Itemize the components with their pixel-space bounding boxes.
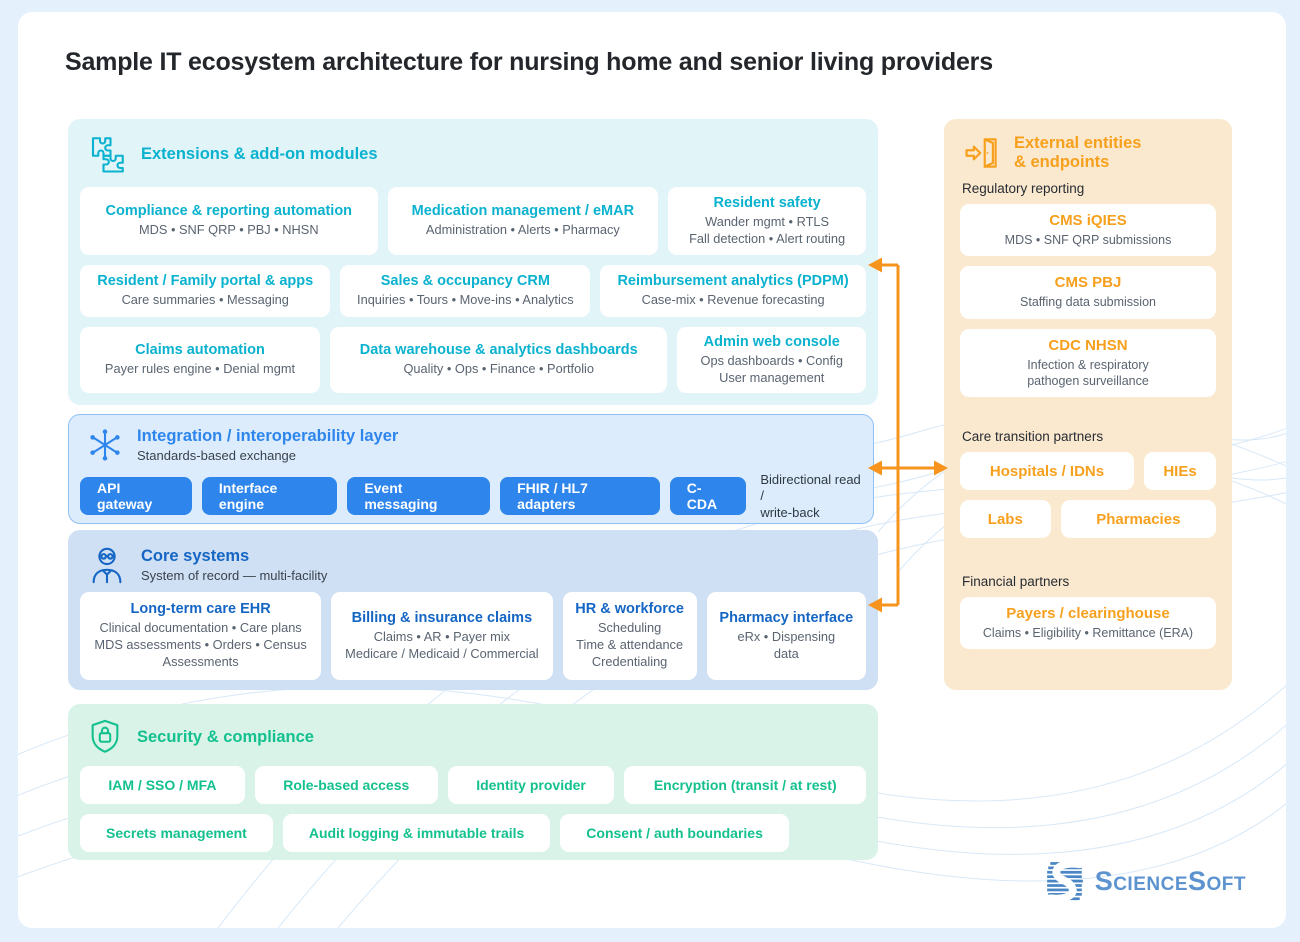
chip-role-based-access: Role-based access [254,766,438,804]
page-title: Sample IT ecosystem architecture for nur… [65,48,993,76]
card-ltc-ehr: Long-term care EHR Clinical documentatio… [80,592,322,680]
network-hub-icon [86,426,124,464]
integration-subtitle: Standards-based exchange [137,448,297,464]
pill-event-messaging: Event messaging [347,477,491,516]
clinician-icon [86,544,128,586]
extensions-row-3: Claims automation Payer rules engine • D… [80,327,867,393]
exit-door-icon [962,133,1002,173]
shield-lock-icon [86,718,124,756]
core-title: Core systems [141,546,250,565]
diagram-canvas: Sample IT ecosystem architecture for nur… [18,12,1286,928]
card-labs: Labs [960,500,1051,538]
chip-encryption: Encryption (transit / at rest) [624,766,866,804]
chip-consent-boundaries: Consent / auth boundaries [560,814,789,852]
care-partners-row-1: Hospitals / IDNs HIEs [960,452,1216,490]
chip-identity-provider: Identity provider [447,766,615,804]
card-hospitals-idns: Hospitals / IDNs [960,452,1135,490]
group-label-financial: Financial partners [962,574,1070,589]
card-data-warehouse: Data warehouse & analytics dashboards Qu… [329,327,668,393]
sciencesoft-logo: ScienceSoft [1044,860,1246,902]
pill-fhir-hl7: FHIR / HL7 adapters [500,477,660,516]
card-sales-crm: Sales & occupancy CRM Inquiries • Tours … [340,265,591,317]
security-title: Security & compliance [137,727,314,746]
pill-ccda: C-CDA [669,477,747,516]
puzzle-icon [86,133,128,175]
card-cms-pbj: CMS PBJ Staffing data submission [960,266,1216,319]
chip-audit-logging: Audit logging & immutable trails [282,814,551,852]
card-pharmacies: Pharmacies [1060,500,1216,538]
integration-pill-row: API gateway Interface engine Event messa… [80,472,862,521]
logo-mark [1044,860,1086,902]
card-resident-safety: Resident safety Wander mgmt • RTLS Fall … [668,187,866,255]
external-entities-panel: External entities & endpoints Regulatory… [944,119,1232,690]
core-subtitle: System of record — multi-facility [141,568,328,584]
extensions-row-2: Resident / Family portal & apps Care sum… [80,265,866,317]
card-admin-console: Admin web console Ops dashboards • Confi… [677,327,867,393]
card-family-portal: Resident / Family portal & apps Care sum… [80,265,331,317]
external-title: External entities & endpoints [1014,134,1142,171]
card-billing-claims: Billing & insurance claims Claims • AR •… [331,592,553,680]
care-partners-row-2: Labs Pharmacies [960,500,1216,538]
card-cms-iqies: CMS iQIES MDS • SNF QRP submissions [960,204,1216,257]
card-hr-workforce: HR & workforce Scheduling Time & attenda… [562,592,697,680]
security-row-1: IAM / SSO / MFA Role-based access Identi… [80,766,866,804]
chip-secrets-management: Secrets management [80,814,273,852]
card-reimbursement-analytics: Reimbursement analytics (PDPM) Case-mix … [600,265,866,317]
core-systems-panel: Core systems System of record — multi-fa… [68,530,878,690]
security-panel: Security & compliance IAM / SSO / MFA Ro… [68,704,878,860]
card-compliance-reporting: Compliance & reporting automation MDS • … [80,187,378,255]
card-hies: HIEs [1144,452,1216,490]
core-cards-row: Long-term care EHR Clinical documentatio… [80,592,866,680]
logo-text: ScienceSoft [1094,865,1246,896]
card-pharmacy-interface: Pharmacy interface eRx • Dispensing data [706,592,866,680]
card-payers-clearinghouse: Payers / clearinghouse Claims • Eligibil… [960,597,1216,650]
pill-api-gateway: API gateway [80,477,192,516]
pill-interface-engine: Interface engine [201,477,338,516]
extensions-row-1: Compliance & reporting automation MDS • … [80,187,866,255]
group-label-regulatory: Regulatory reporting [962,181,1085,196]
chip-iam-sso-mfa: IAM / SSO / MFA [80,766,245,804]
extensions-panel: Extensions & add-on modules Compliance &… [68,119,878,405]
security-row-2: Secrets management Audit logging & immut… [80,814,866,852]
group-label-care-transition: Care transition partners [962,429,1104,444]
card-medication-emar: Medication management / eMAR Administrat… [387,187,659,255]
integration-title: Integration / interoperability layer [137,426,399,445]
card-claims-automation: Claims automation Payer rules engine • D… [80,327,320,393]
card-cdc-nhsn: CDC NHSN Infection & respiratory pathoge… [960,328,1216,397]
bidirectional-note: Bidirectional read / write-back [760,472,861,520]
integration-panel: Integration / interoperability layer Sta… [68,414,874,524]
extensions-title: Extensions & add-on modules [141,144,378,163]
